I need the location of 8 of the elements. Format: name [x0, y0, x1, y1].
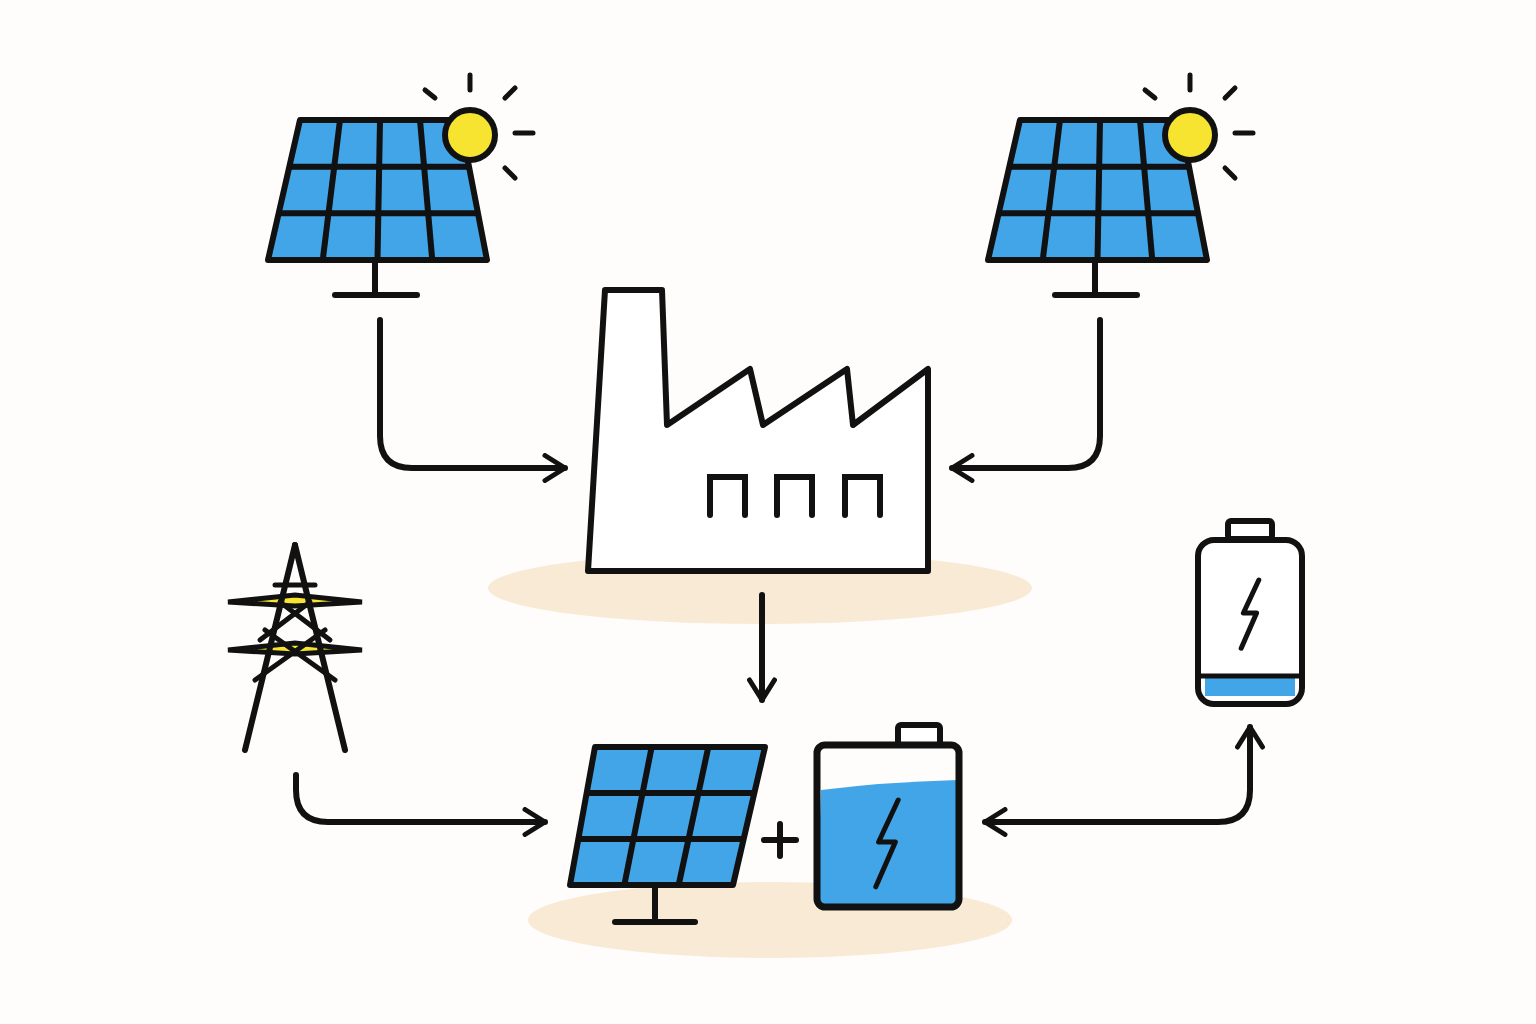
arrow: [949, 317, 1103, 483]
arrow: [377, 317, 568, 483]
arrow: [293, 772, 548, 837]
factory-drawing: [585, 285, 932, 575]
solar-panel-and-battery-drawing: [565, 720, 965, 925]
arrow: [747, 592, 777, 703]
arrow: [982, 724, 1265, 837]
battery-drawing: [1195, 518, 1305, 707]
